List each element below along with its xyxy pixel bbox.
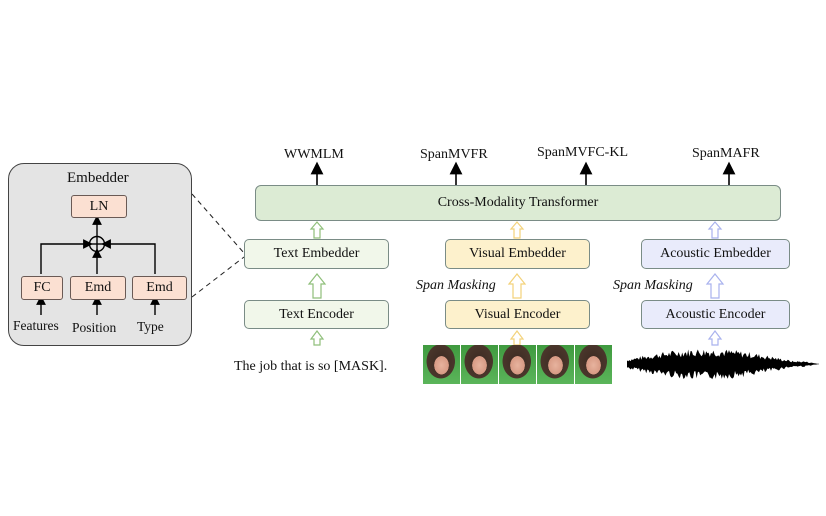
ln-layer: LN bbox=[71, 195, 127, 218]
embedder-internal-connectors bbox=[36, 215, 161, 316]
output-arrows bbox=[310, 161, 736, 185]
flow-arrow-text-emb-to-transformer bbox=[309, 221, 325, 239]
text-encoder: Text Encoder bbox=[244, 300, 389, 329]
flow-arrow-text-enc-to-emb bbox=[307, 273, 327, 299]
zoom-line-top bbox=[191, 193, 245, 254]
acoustic-waveform bbox=[627, 349, 819, 380]
type-emd-layer: Emd bbox=[132, 276, 187, 300]
video-frame bbox=[537, 345, 574, 384]
cross-modality-transformer: Cross-Modality Transformer bbox=[255, 185, 781, 221]
type-label: Type bbox=[137, 319, 164, 334]
video-frame bbox=[499, 345, 536, 384]
acoustic-span-masking-label: Span Masking bbox=[613, 278, 693, 293]
embedder-detail-panel: Embedder LN FC Emd Emd Features Position… bbox=[8, 163, 192, 346]
features-label: Features bbox=[13, 318, 59, 333]
flow-arrow-ac-input-to-enc bbox=[707, 330, 723, 346]
output-label-wwmlm: WWMLM bbox=[284, 147, 344, 162]
video-frame bbox=[575, 345, 612, 384]
output-label-spanmvfc-kl: SpanMVFC-KL bbox=[537, 145, 629, 160]
flow-arrow-vis-emb-to-transformer bbox=[509, 221, 525, 239]
text-embedder: Text Embedder bbox=[244, 239, 389, 269]
acoustic-embedder: Acoustic Embedder bbox=[641, 239, 790, 269]
visual-encoder: Visual Encoder bbox=[445, 300, 590, 329]
output-label-spanmafr: SpanMAFR bbox=[692, 146, 760, 161]
flow-arrow-vis-enc-to-emb bbox=[507, 273, 527, 299]
visual-frames bbox=[423, 345, 613, 384]
flow-arrow-ac-enc-to-emb bbox=[705, 273, 725, 299]
video-frame bbox=[423, 345, 460, 384]
text-input-sentence: The job that is so [MASK]. bbox=[234, 359, 388, 374]
fc-to-sum-arrow bbox=[40, 239, 94, 275]
visual-span-masking-label: Span Masking bbox=[416, 278, 496, 293]
video-frame bbox=[461, 345, 498, 384]
flow-arrows bbox=[307, 221, 725, 346]
flow-arrow-vis-input-to-enc bbox=[509, 330, 525, 346]
acoustic-encoder: Acoustic Encoder bbox=[641, 300, 790, 329]
output-label-spanmvfr: SpanMVFR bbox=[420, 147, 488, 162]
embedder-title: Embedder bbox=[67, 170, 129, 186]
fc-layer: FC bbox=[21, 276, 63, 300]
type-emd-to-sum-arrow bbox=[101, 239, 157, 275]
visual-embedder: Visual Embedder bbox=[445, 239, 590, 269]
flow-arrow-text-input-to-enc bbox=[309, 330, 325, 346]
position-emd-layer: Emd bbox=[70, 276, 126, 300]
flow-arrow-ac-emb-to-transformer bbox=[707, 221, 723, 239]
position-label: Position bbox=[72, 320, 117, 335]
zoom-line-bottom bbox=[191, 256, 245, 298]
